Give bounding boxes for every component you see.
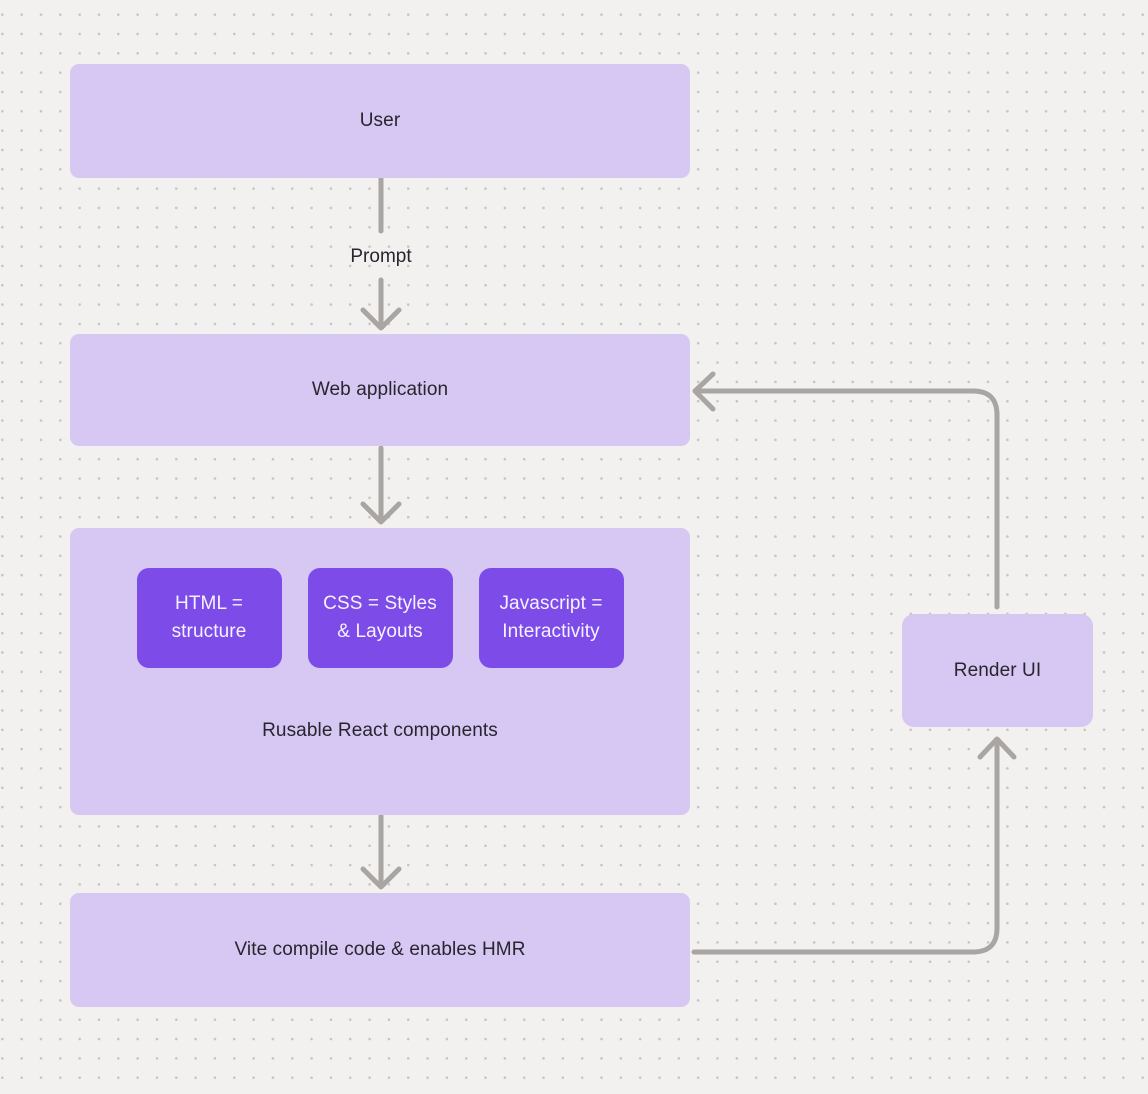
node-web-application-label: Web application [311, 379, 449, 400]
edge-label-prompt[interactable]: Prompt [281, 246, 481, 268]
node-css-label: CSS = Styles & Layouts [323, 592, 437, 643]
arrow-components-to-vite[interactable] [360, 813, 402, 890]
node-user[interactable]: User [70, 64, 690, 178]
arrow-renderui-to-webapp[interactable] [692, 371, 1000, 610]
node-vite-label: Vite compile code & enables HMR [234, 939, 526, 960]
node-components-group[interactable]: HTML = structure CSS = Styles & Layouts … [70, 528, 690, 815]
components-row: HTML = structure CSS = Styles & Layouts … [136, 568, 624, 668]
node-javascript-label: Javascript = Interactivity [499, 592, 603, 643]
node-web-application[interactable]: Web application [70, 334, 690, 446]
edge-label-prompt-text: Prompt [350, 246, 412, 267]
node-html-label: HTML = structure [171, 592, 247, 643]
arrow-vite-to-renderui[interactable] [691, 736, 1017, 955]
arrow-prompt-to-webapp[interactable] [360, 277, 402, 331]
node-javascript[interactable]: Javascript = Interactivity [478, 568, 624, 668]
node-css[interactable]: CSS = Styles & Layouts [307, 568, 453, 668]
components-group-caption: Rusable React components [262, 720, 498, 741]
arrow-webapp-to-components[interactable] [360, 445, 402, 525]
node-user-label: User [359, 110, 401, 131]
node-vite[interactable]: Vite compile code & enables HMR [70, 893, 690, 1007]
node-html[interactable]: HTML = structure [136, 568, 282, 668]
node-render-ui[interactable]: Render UI [902, 614, 1093, 727]
node-render-ui-label: Render UI [953, 659, 1042, 681]
